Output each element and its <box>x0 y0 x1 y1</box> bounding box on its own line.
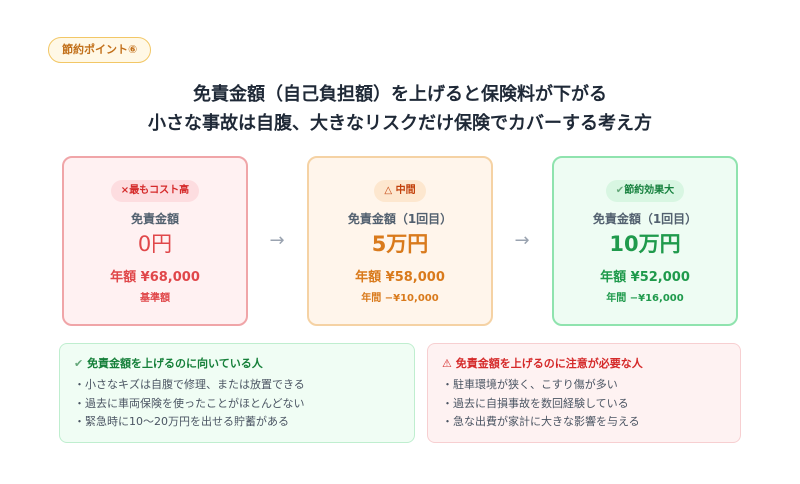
cross-icon: × <box>120 185 130 196</box>
deductible-label: 免責金額 <box>130 212 179 226</box>
caution-list: ・駐車環境が狭く、こすり傷が多い ・過去に自損事故を数回経験している ・急な出費… <box>442 376 726 432</box>
list-item: ・急な出費が家計に大きな影響を与える <box>442 415 640 428</box>
deductible-card-0yen: ×最もコスト高 免責金額 0円 年額 ¥68,000 基準額 <box>62 156 248 326</box>
list-item: ・緊急時に10〜20万円を出せる貯蓄がある <box>74 415 289 428</box>
deductible-amount: 0円 <box>137 232 173 256</box>
cost-tag: ✔節約効果大 <box>605 180 685 202</box>
deductible-label: 免責金額（1回目） <box>592 212 698 226</box>
cost-tag: △ 中間 <box>374 180 426 202</box>
title-line-1: 免責金額（自己負担額）を上げると保険料が下がる <box>193 84 607 105</box>
deductible-label: 免責金額（1回目） <box>347 212 453 226</box>
cost-tag: ×最もコスト高 <box>110 180 200 202</box>
arrow-right-icon: → <box>269 230 285 251</box>
check-icon: ✔ <box>615 185 625 196</box>
suitable-people-box: ✔ 免責金額を上げるのに向いている人 ・小さなキズは自腹で修理、または放置できる… <box>59 343 415 443</box>
list-item: ・小さなキズは自腹で修理、または放置できる <box>74 378 305 391</box>
annual-premium: 年額 ¥52,000 <box>600 270 690 285</box>
deductible-amount: 5万円 <box>371 232 429 256</box>
list-item: ・過去に自損事故を数回経験している <box>442 396 629 410</box>
annual-premium: 年額 ¥58,000 <box>355 270 445 285</box>
title-line-2: 小さな事故は自腹、大きなリスクだけ保険でカバーする考え方 <box>148 113 652 134</box>
deductible-card-50k: △ 中間 免責金額（1回目） 5万円 年額 ¥58,000 年間 −¥10,00… <box>307 156 493 326</box>
caution-title: ⚠ 免責金額を上げるのに注意が必要な人 <box>442 357 643 370</box>
list-item: ・駐車環境が狭く、こすり傷が多い <box>442 378 618 391</box>
annual-premium: 年額 ¥68,000 <box>110 270 200 285</box>
savings-note: 年間 −¥10,000 <box>361 293 439 304</box>
warning-icon: ⚠ <box>442 357 452 370</box>
triangle-icon: △ <box>384 185 393 196</box>
arrow-right-icon: → <box>514 230 530 251</box>
page-title: 免責金額（自己負担額）を上げると保険料が下がる 小さな事故は自腹、大きなリスクだ… <box>0 80 800 138</box>
savings-note: 基準額 <box>140 293 170 304</box>
deductible-card-100k: ✔節約効果大 免責金額（1回目） 10万円 年額 ¥52,000 年間 −¥16… <box>552 156 738 326</box>
savings-note: 年間 −¥16,000 <box>606 293 684 304</box>
suitable-title: ✔ 免責金額を上げるのに向いている人 <box>74 357 263 370</box>
list-item: ・過去に車両保険を使ったことがほとんどない <box>74 396 305 410</box>
deductible-amount: 10万円 <box>609 232 681 256</box>
savings-point-badge: 節約ポイント⑥ <box>48 37 152 63</box>
suitable-list: ・小さなキズは自腹で修理、または放置できる ・過去に車両保険を使ったことがほとん… <box>74 376 400 432</box>
check-icon: ✔ <box>74 357 84 370</box>
caution-people-box: ⚠ 免責金額を上げるのに注意が必要な人 ・駐車環境が狭く、こすり傷が多い ・過去… <box>427 343 741 443</box>
